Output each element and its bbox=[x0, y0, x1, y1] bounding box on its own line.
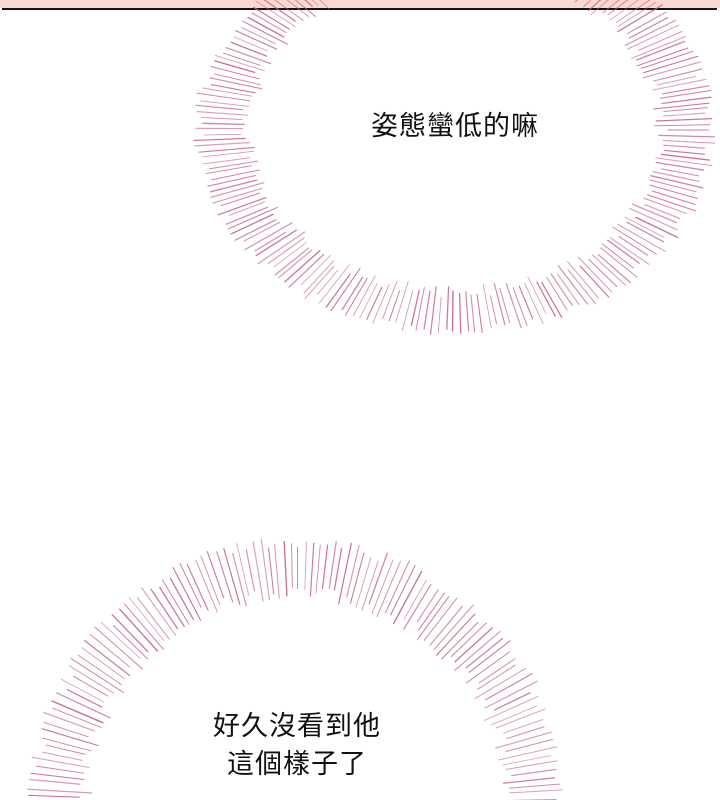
speech-bubble-top-text: 姿態蠻低的嘛 bbox=[350, 108, 560, 146]
panel-border bbox=[2, 8, 717, 10]
bubble-line: 姿態蠻低的嘛 bbox=[371, 111, 539, 142]
speech-bubble-bottom-text: 好久沒看到他 這個樣子了 bbox=[192, 708, 402, 784]
bubble-line: 這個樣子了 bbox=[227, 749, 367, 780]
previous-panel-edge bbox=[0, 0, 720, 8]
bubble-line: 好久沒看到他 bbox=[213, 711, 381, 742]
